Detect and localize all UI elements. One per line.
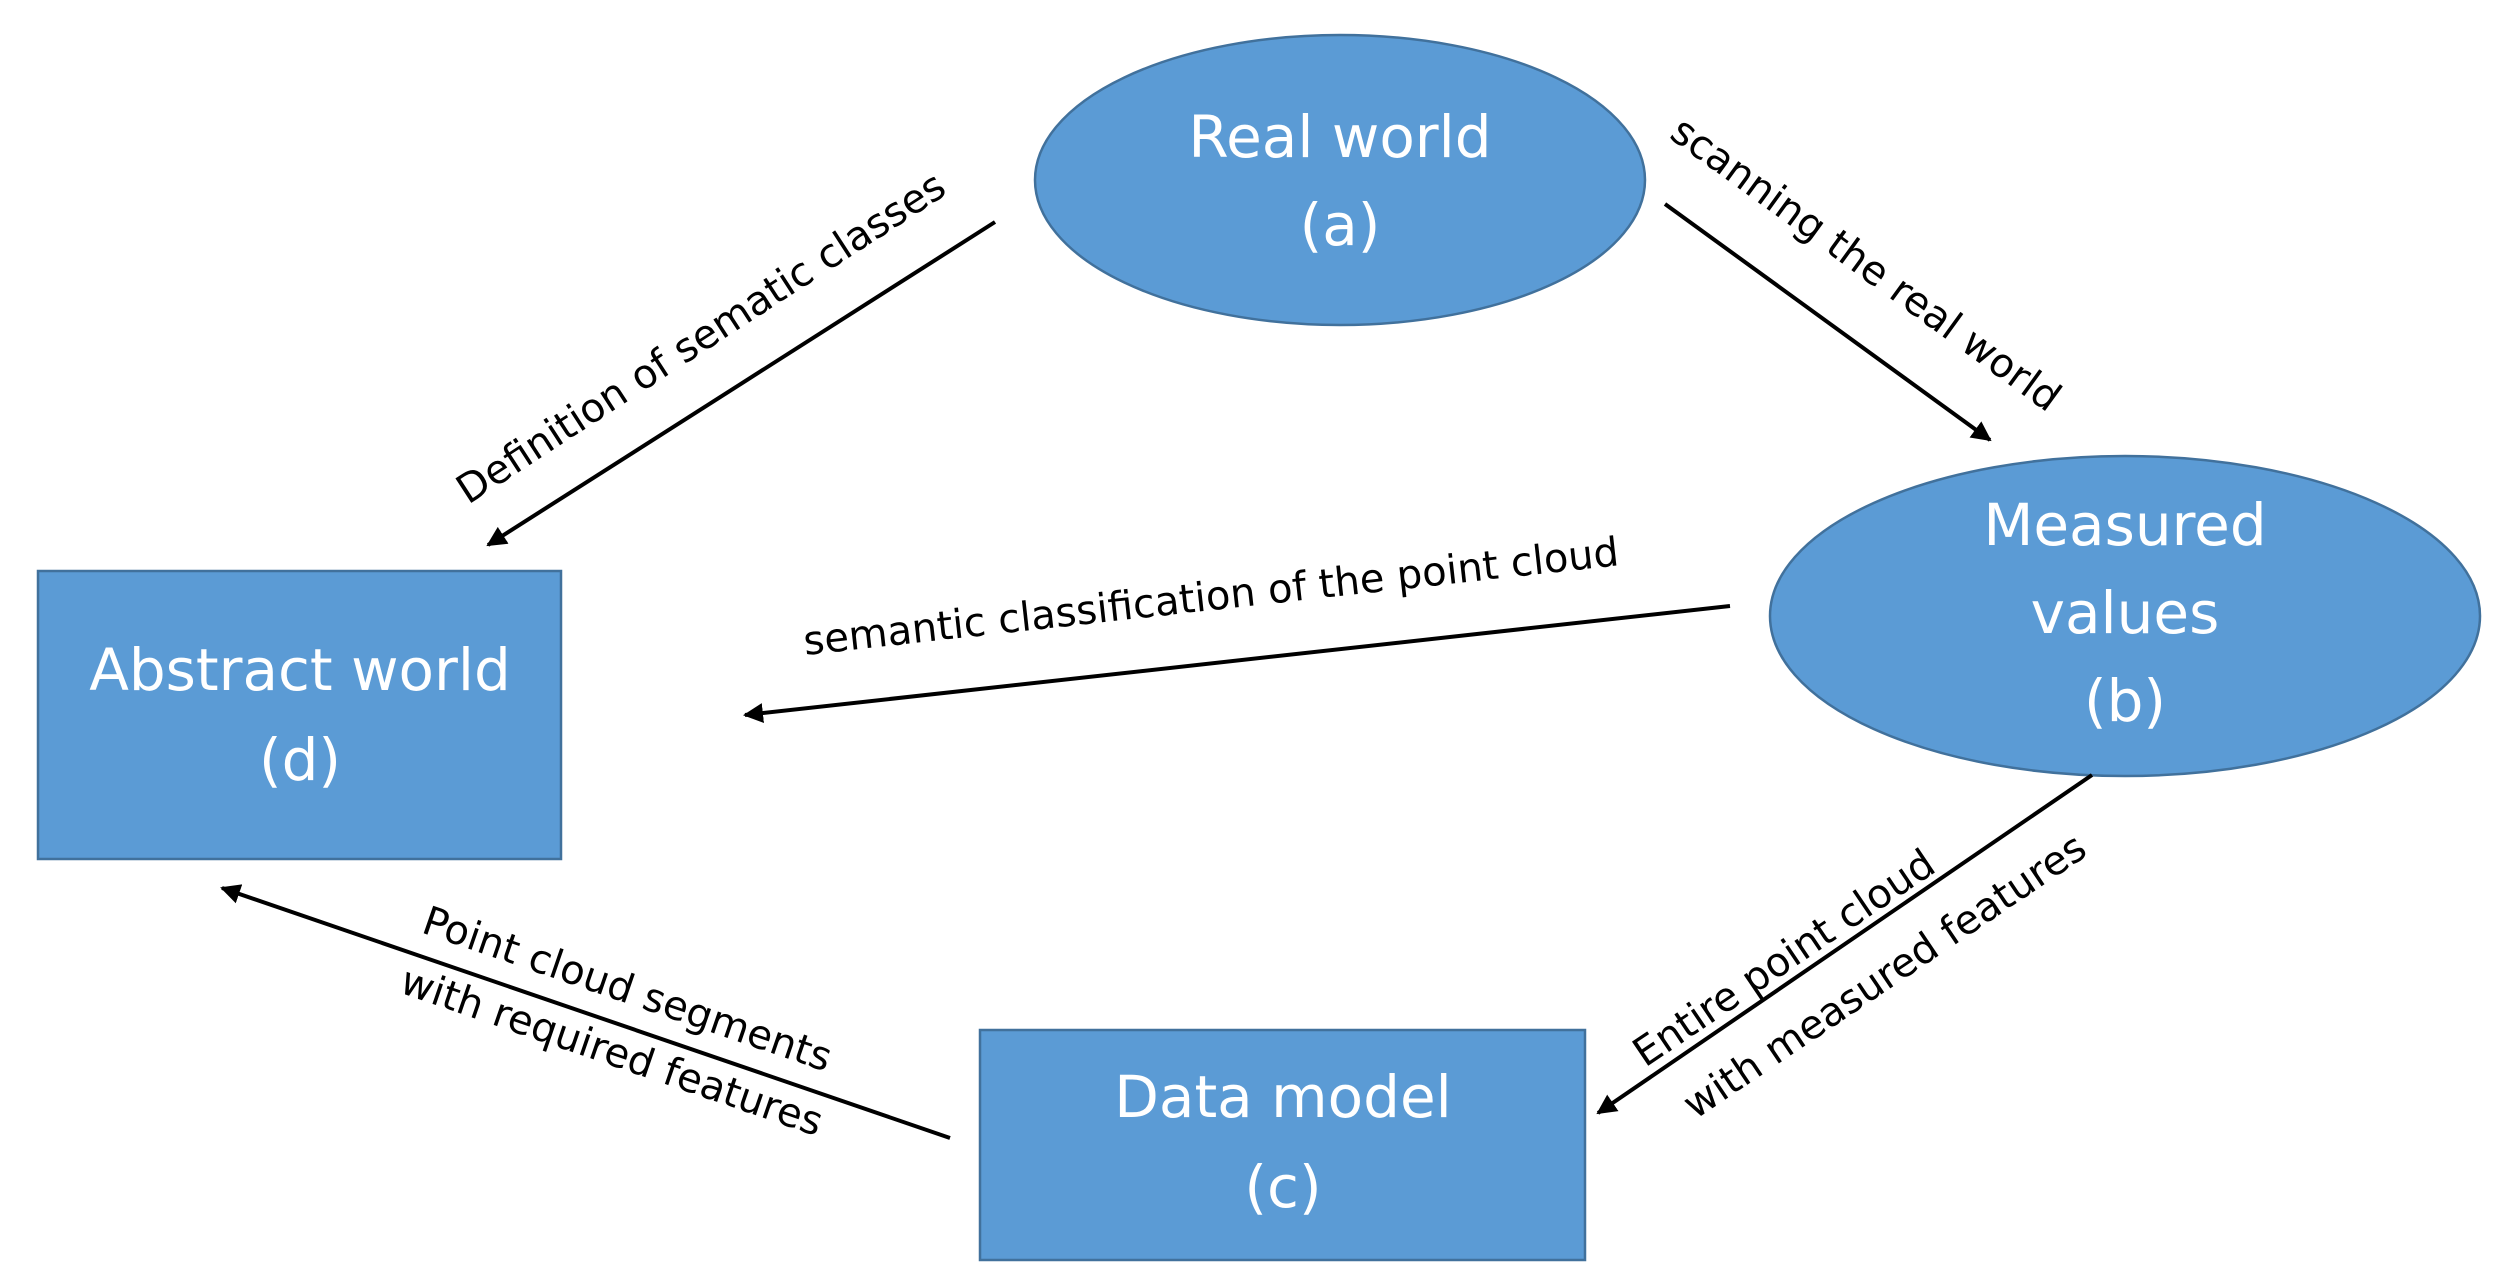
measured-values-label-line2: values bbox=[2031, 579, 2220, 647]
arrow-measured-to-data-model bbox=[1596, 773, 2094, 1115]
arrow-data-model-to-abstract bbox=[220, 884, 951, 1140]
arrow-real-to-abstract bbox=[486, 220, 997, 547]
abstract-world-letter: (d) bbox=[259, 726, 341, 794]
node-data-model: Data model (c) bbox=[978, 1028, 1587, 1262]
node-abstract-world: Abstract world (d) bbox=[36, 569, 563, 861]
arrow-measured-to-abstract bbox=[743, 604, 1731, 723]
measured-values-ellipse bbox=[1768, 454, 2482, 778]
node-real-world: Real world (a) bbox=[1033, 33, 1647, 327]
abstract-world-box bbox=[36, 569, 563, 861]
data-model-letter: (c) bbox=[1244, 1153, 1321, 1221]
real-world-letter: (a) bbox=[1300, 191, 1381, 259]
measured-values-letter: (b) bbox=[2084, 667, 2166, 735]
label-scanning-the-real-world: scanning the real world bbox=[1662, 108, 2069, 421]
label-semantic-classification: semantic classification of the point clo… bbox=[801, 529, 1621, 665]
arrow-real-to-measured bbox=[1663, 202, 1992, 442]
label-definition-of-semantic-classes: Definition of sematic classes bbox=[448, 163, 953, 514]
data-model-label: Data model bbox=[1114, 1063, 1452, 1131]
abstract-world-label: Abstract world bbox=[89, 636, 511, 704]
data-model-box bbox=[978, 1028, 1587, 1262]
measured-values-label-line1: Measured bbox=[1983, 491, 2266, 559]
real-world-ellipse bbox=[1033, 33, 1647, 327]
real-world-label: Real world bbox=[1188, 103, 1491, 171]
node-measured-values: Measured values (b) bbox=[1768, 454, 2482, 778]
